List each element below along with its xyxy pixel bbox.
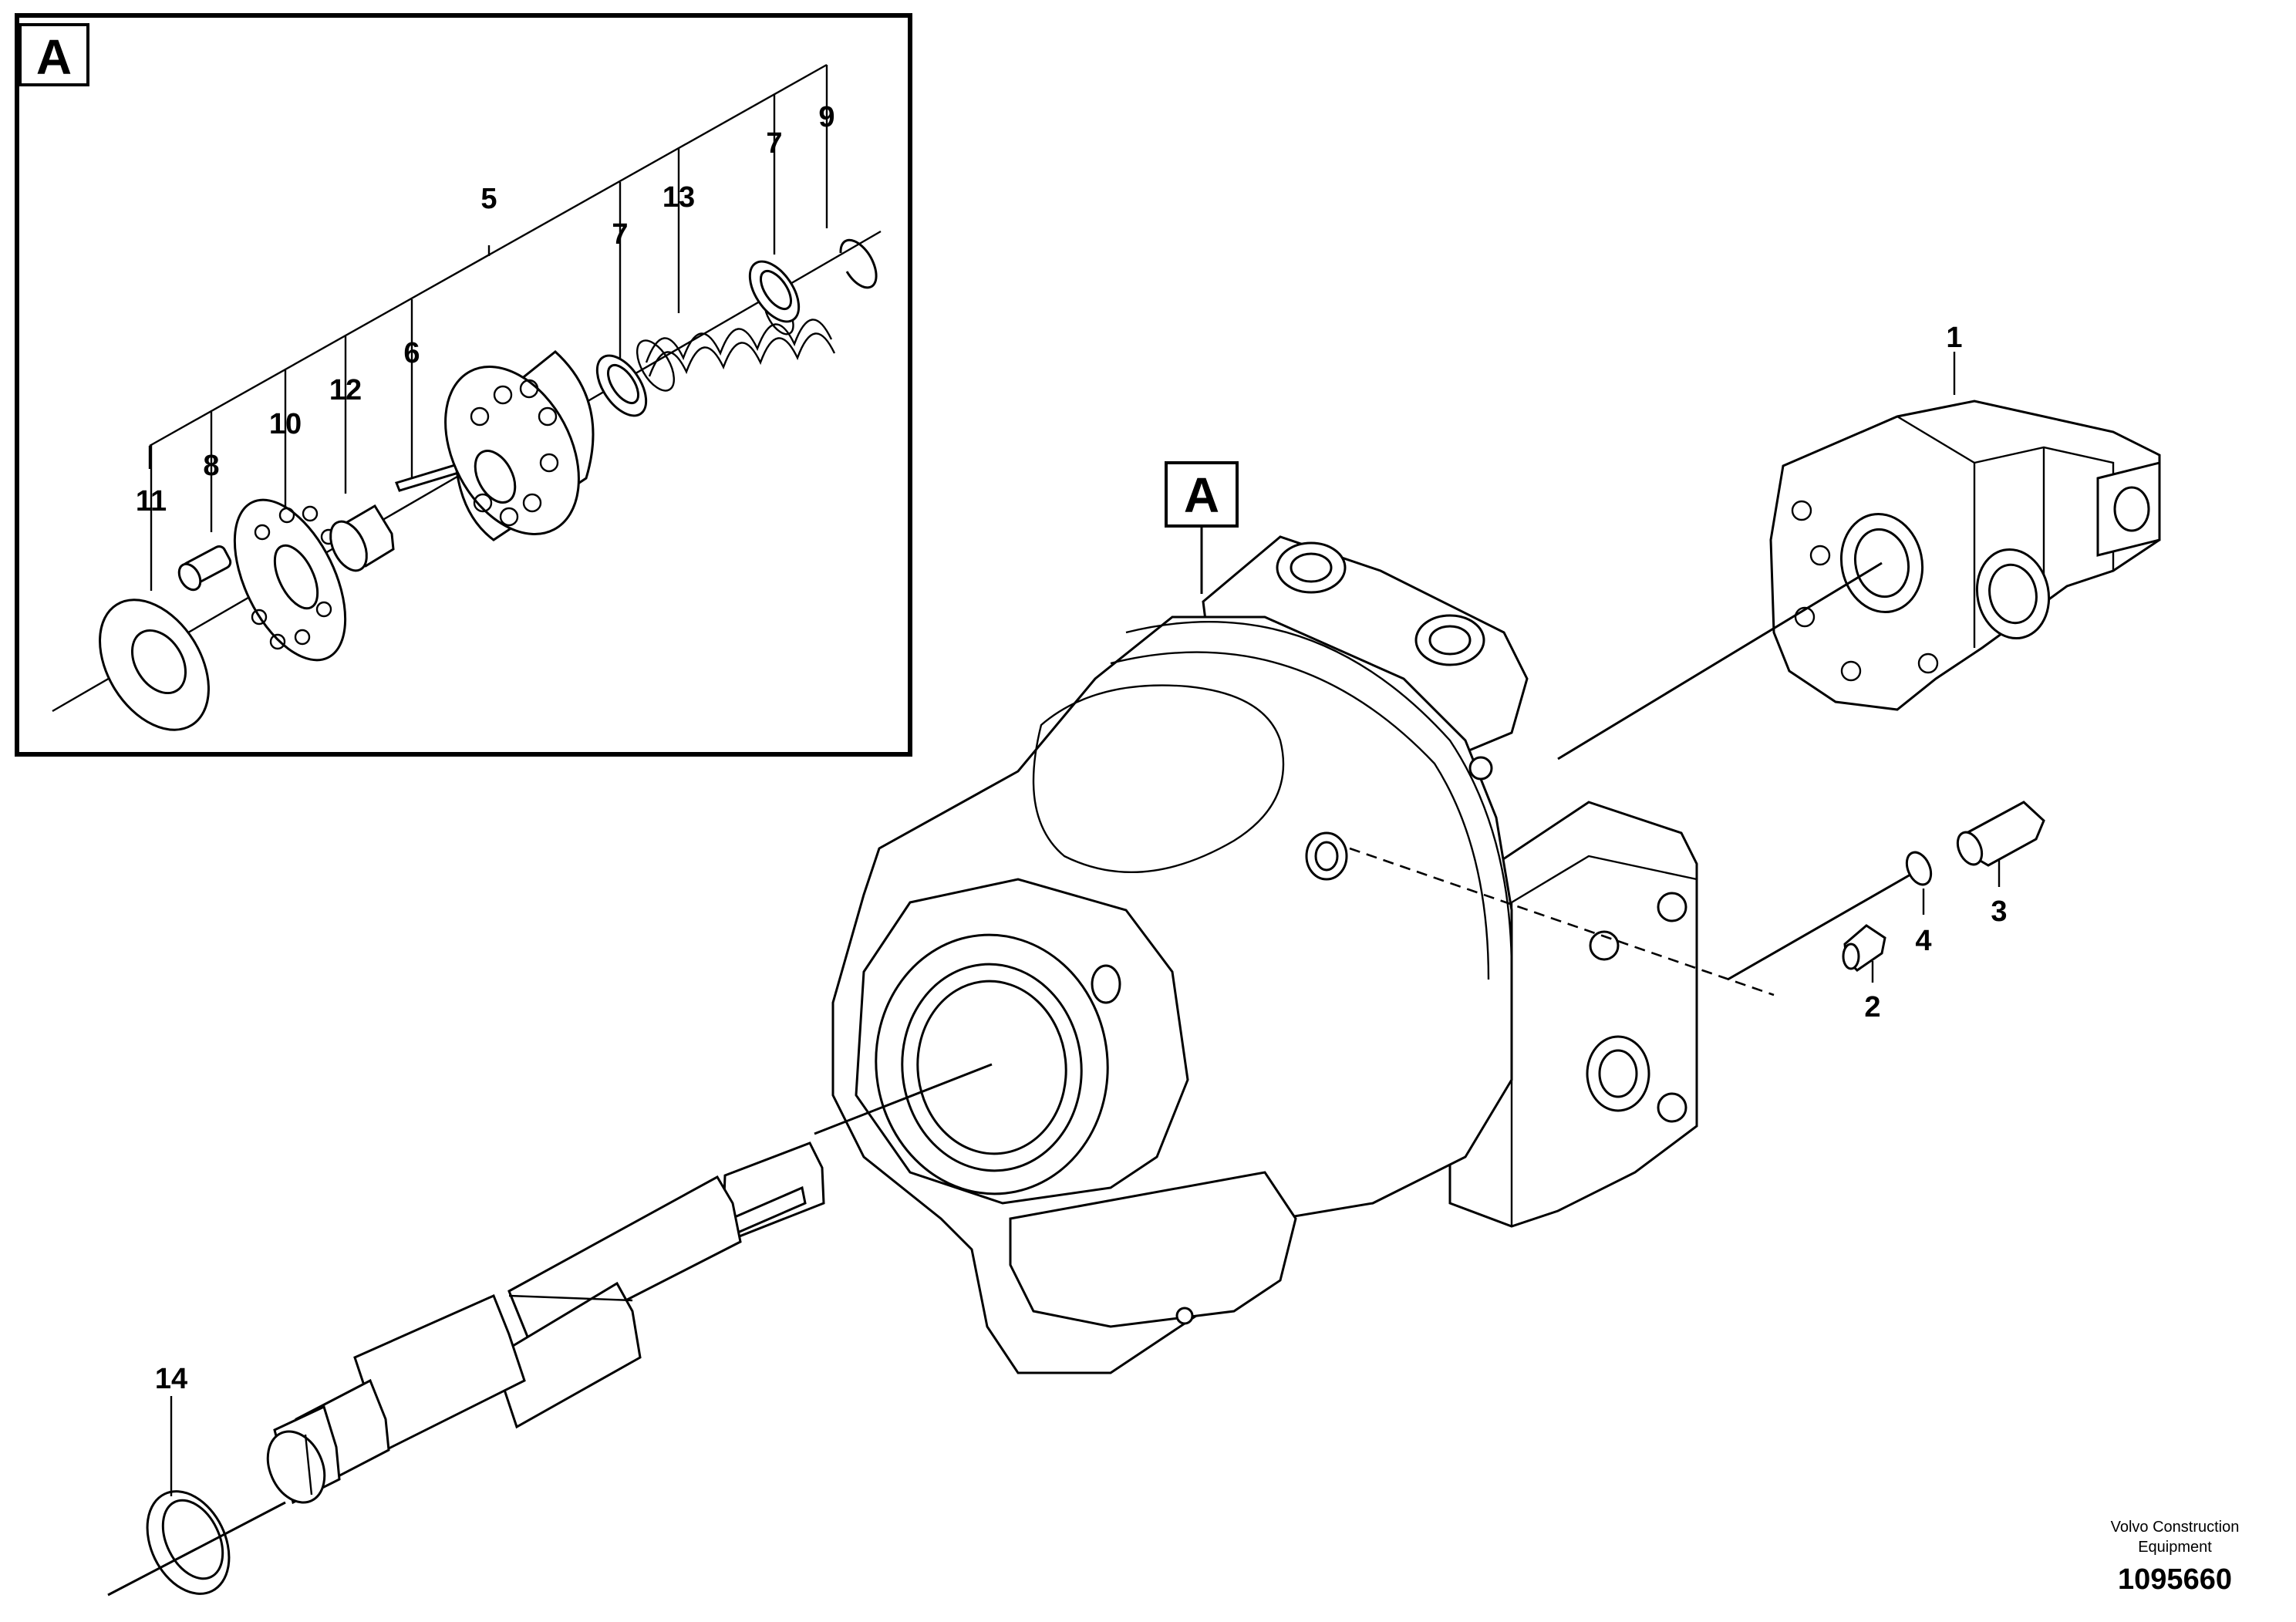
- part-1-gear-pump: [1769, 400, 2161, 711]
- callout-8: 8: [203, 450, 219, 482]
- callout-9: 9: [818, 101, 834, 133]
- callout-4: 4: [1915, 925, 1931, 957]
- hydraulic-motor-housing: [831, 535, 1698, 1374]
- seal-axis-line: [107, 1501, 286, 1597]
- dashed-leader: [1349, 847, 1775, 996]
- part-9-snap-ring: [839, 238, 878, 289]
- drive-shaft: [266, 1141, 825, 1505]
- callout-6: 6: [403, 337, 420, 369]
- part-12-ball-guide: [329, 504, 395, 572]
- callout-13: 13: [663, 181, 695, 214]
- company-line-1: Volvo Construction: [2111, 1519, 2240, 1536]
- part-4-o-ring: [1905, 851, 1933, 886]
- part-2-screw-plug: [1842, 924, 1886, 972]
- section-marker-a: A: [1165, 461, 1239, 594]
- callout-2: 2: [1864, 991, 1880, 1023]
- part-5-cylinder-block: [444, 350, 595, 541]
- callout-5: 5: [480, 183, 497, 215]
- callout-12: 12: [329, 374, 362, 406]
- company-line-2: Equipment: [2138, 1539, 2212, 1556]
- part-8-pin: [177, 545, 232, 592]
- detail-leader-bracket: [148, 63, 828, 591]
- callout-11: 11: [136, 485, 167, 518]
- part-7-ring-second: [748, 260, 801, 323]
- pump-axis-line: [1557, 561, 1883, 760]
- part-7-ring: [595, 354, 648, 417]
- part-13-spring: [636, 294, 836, 392]
- section-marker-label: A: [1184, 467, 1219, 523]
- part-11-thrust-washer: [99, 599, 210, 731]
- callout-7b: 7: [766, 127, 782, 160]
- plug-axis-line: [1727, 870, 1917, 981]
- detail-box-label: A: [36, 29, 72, 85]
- main-callouts: 1 2 3 4 14: [155, 322, 2008, 1496]
- callout-10: 10: [269, 408, 302, 440]
- footer-credit: Volvo Construction Equipment 1095660: [2111, 1519, 2240, 1596]
- detail-box-a: A: [15, 13, 912, 757]
- part-10-retainer-plate: [233, 498, 347, 662]
- callout-14: 14: [155, 1363, 187, 1395]
- callout-3: 3: [1991, 895, 2007, 928]
- part-14-seal-ring: [146, 1490, 231, 1595]
- callout-7a: 7: [612, 218, 628, 251]
- drawing-number: 1095660: [2118, 1563, 2232, 1596]
- shaft-axis-line: [814, 1063, 993, 1135]
- callout-1: 1: [1946, 322, 1962, 354]
- part-3-plug: [1956, 801, 2045, 867]
